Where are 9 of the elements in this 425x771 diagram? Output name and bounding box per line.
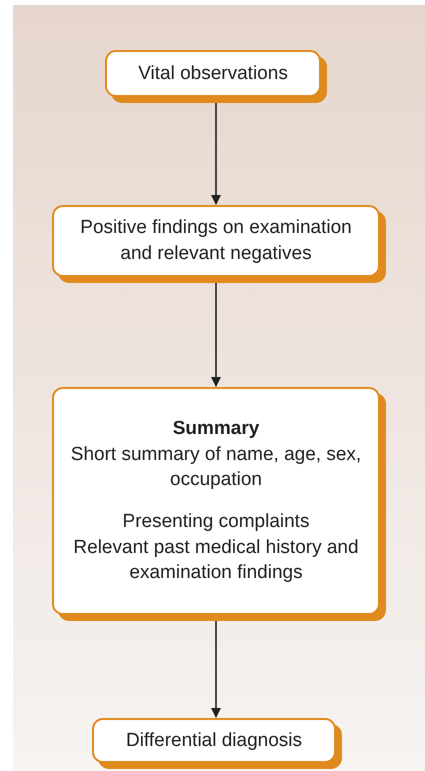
arrow [211,621,221,718]
box-text: Positive findings on examination and relevant negatives [79,216,353,266]
box-text: Short summary of name, age, sex, occupation [70,442,362,492]
box-text: Differential diagnosis [126,728,302,753]
box-text: Relevant past medical history and examination findings [72,536,360,586]
box-heading: Summary [172,417,260,442]
box-text: Presenting complaints [122,510,310,534]
arrow [211,283,221,387]
box-text: Vital observations [138,62,288,86]
